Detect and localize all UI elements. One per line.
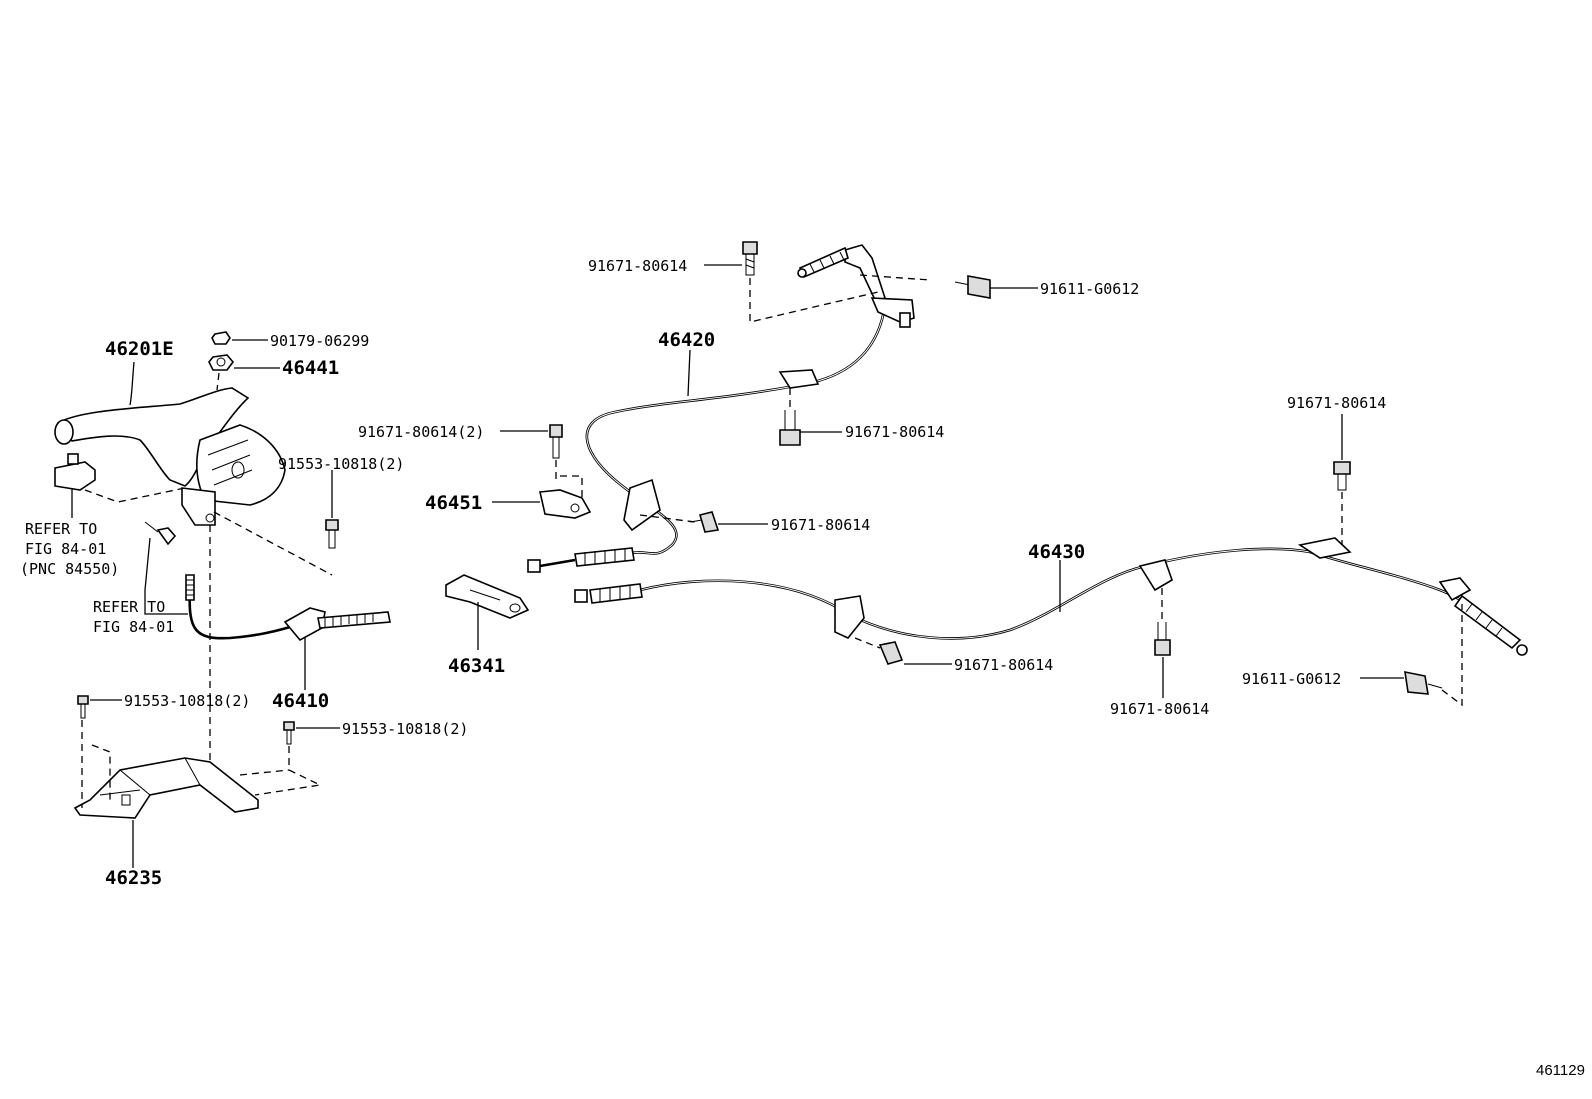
lever-switch-part[interactable]: [54, 453, 96, 518]
label-46430: 46430: [1028, 541, 1085, 563]
label-91553-bl: 91553-10818(2): [124, 692, 250, 710]
refer1-line1: REFER TO: [25, 520, 97, 538]
label-46451: 46451: [425, 492, 482, 514]
bolt-91671-mid[interactable]: [779, 410, 801, 446]
nut-90179[interactable]: [211, 331, 231, 345]
label-91553-br: 91553-10818(2): [342, 720, 468, 738]
refer1-line3: (PNC 84550): [20, 560, 119, 578]
label-91671-bottom2: 91671-80614: [1110, 700, 1209, 718]
bolt-91671-bottom1[interactable]: [878, 641, 904, 665]
cable-46430[interactable]: [574, 537, 1528, 656]
guide-46341[interactable]: [445, 574, 530, 619]
refer2-line2: FIG 84-01: [93, 618, 174, 636]
label-91611-top: 91611-G0612: [1040, 280, 1139, 298]
label-91671-mid: 91671-80614: [845, 423, 944, 441]
parking-brake-lever[interactable]: [54, 387, 286, 526]
label-91671-farright: 91671-80614: [1287, 394, 1386, 412]
front-cable-46410[interactable]: [185, 574, 391, 642]
bracket-46235[interactable]: [73, 757, 259, 819]
bolt-91611-top[interactable]: [954, 275, 991, 299]
label-91671-bottom1: 91671-80614: [954, 656, 1053, 674]
label-91671-right1: 91671-80614: [771, 516, 870, 534]
figure-number: 461129: [1536, 1062, 1585, 1079]
bolt-91671-farright[interactable]: [1333, 461, 1351, 491]
nut-46441[interactable]: [208, 354, 235, 371]
label-46410: 46410: [272, 690, 329, 712]
label-90179-06299: 90179-06299: [270, 332, 369, 350]
bolt-91671-top[interactable]: [742, 241, 758, 276]
bolt-91671-mid2[interactable]: [549, 424, 563, 459]
label-46441: 46441: [282, 357, 339, 379]
bolt-91553-br[interactable]: [283, 721, 295, 745]
label-46420: 46420: [658, 329, 715, 351]
bolt-91611-bottom[interactable]: [1404, 670, 1443, 695]
refer1-line2: FIG 84-01: [25, 540, 106, 558]
cable-46420[interactable]: [527, 244, 915, 573]
label-91671-top: 91671-80614: [588, 257, 687, 275]
clip-46451[interactable]: [539, 489, 592, 519]
label-91553-top: 91553-10818(2): [278, 455, 404, 473]
screw-refer-fig[interactable]: [144, 521, 177, 546]
bolt-91671-bottom2[interactable]: [1154, 622, 1171, 656]
label-46201E: 46201E: [105, 338, 174, 360]
label-46341: 46341: [448, 655, 505, 677]
label-91671-mid2: 91671-80614(2): [358, 423, 484, 441]
label-91611-bottom: 91611-G0612: [1242, 670, 1341, 688]
label-46235: 46235: [105, 867, 162, 889]
screw-91553-top[interactable]: [325, 519, 339, 549]
bolt-91553-bl[interactable]: [77, 695, 89, 719]
refer2-line1: REFER TO: [93, 598, 165, 616]
